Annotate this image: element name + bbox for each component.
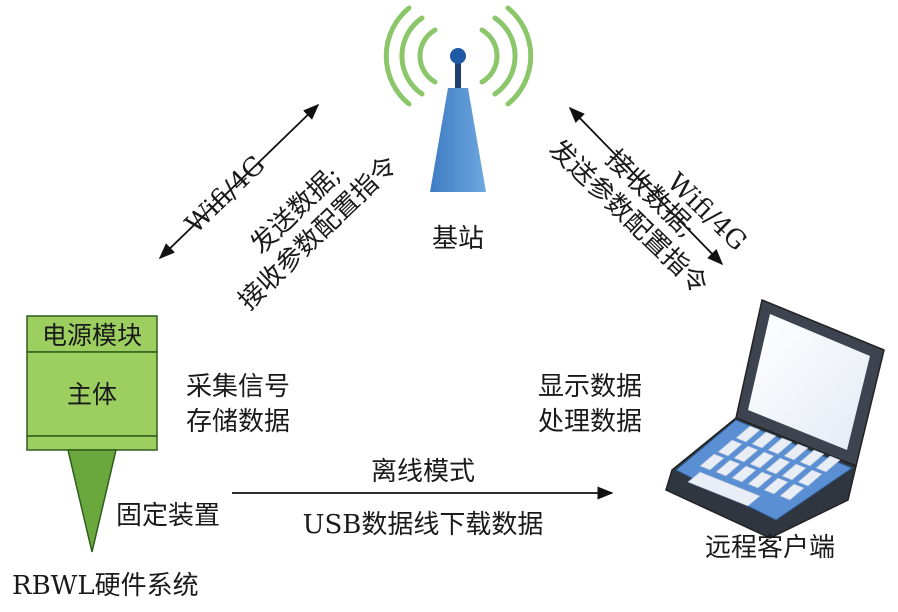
base-station-label: 基站: [432, 224, 484, 254]
power-module-label: 电源模块: [42, 321, 142, 350]
left-link-text: Wifi/4G 发送数据; 接收参数配置指令: [180, 150, 404, 316]
antenna-tower-icon: [383, 5, 534, 192]
hardware-device: [26, 315, 158, 553]
laptop-icon: [665, 298, 885, 539]
fixing-device-label: 固定装置: [116, 501, 220, 531]
right-link-text: Wifi/4G 接收数据; 发送参数配置指令: [543, 134, 752, 300]
offline-mode-label: 离线模式: [371, 457, 475, 487]
display-line1: 显示数据: [538, 372, 642, 402]
main-body-box: [26, 351, 158, 437]
acquire-line2: 存储数据: [186, 407, 290, 437]
remote-client-label: 远程客户端: [705, 533, 835, 563]
hardware-system-label: RBWL硬件系统: [12, 571, 199, 601]
display-line2: 处理数据: [538, 407, 642, 437]
left-link-arrow: [158, 103, 320, 260]
acquire-line1: 采集信号: [186, 372, 290, 402]
fixing-spike: [67, 449, 117, 553]
main-body-label: 主体: [67, 380, 117, 409]
usb-download-label: USB数据线下载数据: [303, 510, 544, 540]
device-base-strip: [26, 435, 158, 451]
right-link-arrow: [568, 106, 724, 266]
